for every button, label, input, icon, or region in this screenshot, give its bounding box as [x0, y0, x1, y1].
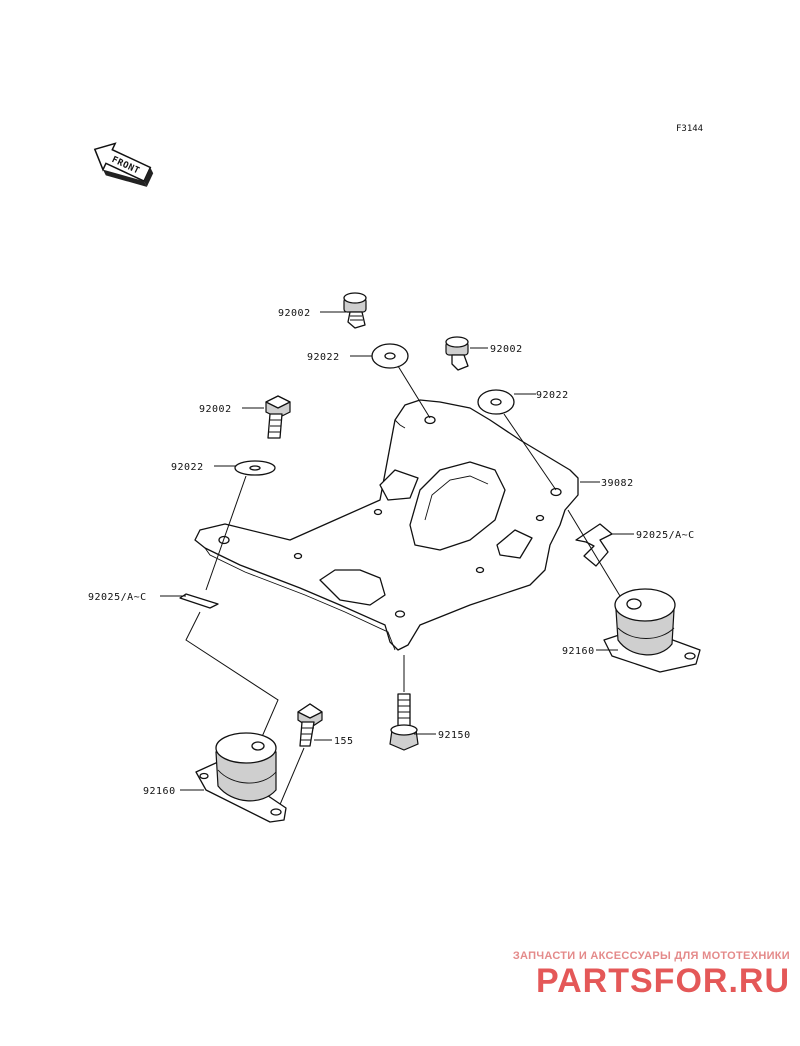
clip-left-92025 — [179, 593, 219, 609]
callout-mount-left: 92160 — [143, 786, 176, 797]
washer-right-92022 — [477, 389, 515, 415]
bolt-top-92002 — [343, 292, 367, 329]
bolt-right-92002 — [445, 336, 469, 371]
washer-left-92022 — [234, 460, 276, 476]
callout-clip-right: 92025/A~C — [636, 530, 695, 541]
callout-bolt-bottom: 92150 — [438, 730, 471, 741]
callout-bolt-right: 92002 — [490, 344, 523, 355]
callout-clip-left: 92025/A~C — [88, 592, 147, 603]
callout-washer-top: 92022 — [307, 352, 340, 363]
watermark-subtitle: ЗАПЧАСТИ И АКСЕССУАРЫ ДЛЯ МОТОТЕХНИКИ — [512, 950, 790, 962]
mount-right-92160 — [603, 588, 701, 673]
clip-right-92025 — [575, 523, 613, 567]
bolt-bottom-92150 — [389, 655, 419, 751]
callout-bolt-top: 92002 — [278, 308, 311, 319]
callout-small-bolt: 155 — [334, 736, 354, 747]
small-bolt-155 — [297, 703, 323, 747]
callout-bolt-left: 92002 — [199, 404, 232, 415]
bracket-39082 — [194, 399, 579, 651]
bolt-left-92002 — [265, 395, 291, 439]
mount-left-92160 — [195, 732, 287, 823]
callout-bracket: 39082 — [601, 478, 634, 489]
callout-mount-right: 92160 — [562, 646, 595, 657]
watermark-logo: PARTSFOR.RU — [535, 962, 790, 1000]
callout-washer-left: 92022 — [171, 462, 204, 473]
front-arrow-icon: FRONT — [93, 142, 154, 187]
washer-top-92022 — [371, 343, 409, 369]
callout-washer-right: 92022 — [536, 390, 569, 401]
figure-code: F3144 — [676, 124, 703, 134]
